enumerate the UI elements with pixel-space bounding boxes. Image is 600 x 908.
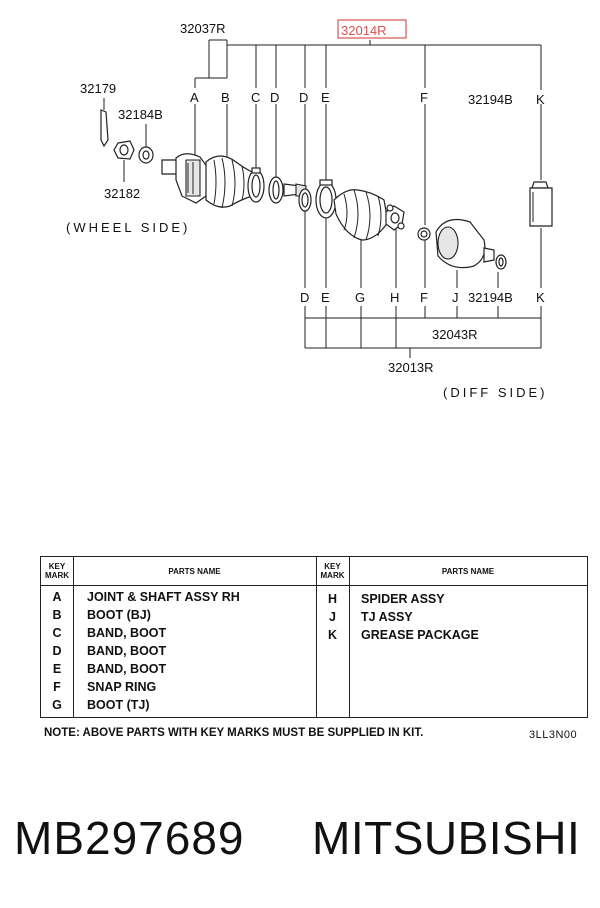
part-name: BOOT (TJ)	[87, 698, 150, 712]
svg-text:D: D	[270, 90, 279, 105]
part-name: TJ ASSY	[361, 610, 413, 624]
table-divider	[349, 557, 350, 717]
outer-joint-drawing	[161, 153, 209, 204]
diff-side-label: (DIFF SIDE)	[443, 385, 548, 400]
exploded-parts-diagram: 32037R 32014R 32179 32184B 32182 32194B …	[66, 19, 553, 400]
part-name: BAND, BOOT	[87, 644, 167, 658]
callout-32194b-top: 32194B	[468, 92, 513, 107]
cotter-pin-drawing	[100, 98, 109, 148]
svg-text:G: G	[355, 290, 365, 305]
band-e-drawing	[315, 179, 337, 219]
svg-text:D: D	[299, 90, 308, 105]
svg-text:F: F	[420, 90, 428, 105]
band-c-drawing	[247, 167, 265, 203]
table-divider	[73, 557, 74, 717]
svg-text:A: A	[190, 90, 199, 105]
table-divider	[316, 557, 317, 717]
top-bracket-lines	[194, 39, 542, 90]
callout-32194b-bottom: 32194B	[468, 290, 513, 305]
key-mark: E	[52, 662, 62, 676]
part-name: GREASE PACKAGE	[361, 628, 479, 642]
boot-bj-drawing	[205, 155, 253, 209]
part-name: BAND, BOOT	[87, 626, 167, 640]
callout-32043r: 32043R	[432, 327, 478, 342]
part-name: BOOT (BJ)	[87, 608, 151, 622]
washer-drawing	[138, 124, 154, 164]
diagram-code: 3LL3N00	[529, 729, 578, 741]
svg-text:J: J	[452, 290, 459, 305]
part-name: SNAP RING	[87, 680, 157, 694]
table-header-divider	[41, 585, 587, 586]
svg-text:K: K	[536, 290, 545, 305]
part-name: JOINT & SHAFT ASSY RH	[87, 590, 240, 604]
tj-ring-drawing	[495, 254, 507, 270]
bottom-bracket-lines	[304, 306, 542, 358]
key-mark: H	[327, 592, 338, 606]
svg-text:D: D	[300, 290, 309, 305]
svg-text:H: H	[390, 290, 399, 305]
callout-32037r: 32037R	[180, 21, 226, 36]
svg-text:E: E	[321, 290, 330, 305]
key-mark: G	[52, 698, 62, 712]
key-mark: C	[52, 626, 62, 640]
key-mark: A	[52, 590, 62, 604]
grease-package-drawing	[529, 181, 553, 227]
header-parts-name-right: PARTS NAME	[441, 566, 495, 576]
wheel-side-label: (WHEEL SIDE)	[66, 220, 190, 235]
part-name: BAND, BOOT	[87, 662, 167, 676]
callout-kit-number: 32014R	[341, 23, 387, 38]
key-mark: D	[52, 644, 62, 658]
callout-32182: 32182	[104, 186, 140, 201]
snap-ring-drawing	[417, 227, 431, 241]
svg-text:C: C	[251, 90, 260, 105]
svg-text:K: K	[536, 92, 545, 107]
kit-highlight-box	[337, 19, 407, 39]
callout-32184b: 32184B	[118, 107, 163, 122]
nut-drawing	[113, 140, 135, 182]
key-letters-top: A B C D D E F K	[190, 90, 545, 107]
key-mark: J	[329, 610, 336, 624]
footer: MB297689 MITSUBISHI	[0, 808, 600, 878]
kit-note: NOTE: ABOVE PARTS WITH KEY MARKS MUST BE…	[44, 727, 424, 739]
header-parts-name-left: PARTS NAME	[168, 566, 221, 576]
key-mark: B	[52, 608, 62, 622]
svg-text:F: F	[420, 290, 428, 305]
part-name: SPIDER ASSY	[361, 592, 445, 606]
callout-32013r: 32013R	[388, 360, 434, 375]
svg-text:B: B	[221, 90, 230, 105]
brand-name: MITSUBISHI	[312, 812, 581, 864]
key-letters-bottom: D E G H F J K	[300, 290, 545, 305]
svg-text:E: E	[321, 90, 330, 105]
callout-32179: 32179	[80, 81, 116, 96]
boot-tj-drawing	[333, 189, 389, 241]
part-number: MB297689	[14, 812, 245, 864]
spider-assy-drawing	[385, 204, 405, 231]
band-d-lower-drawing	[298, 188, 312, 212]
key-mark: K	[327, 628, 338, 642]
tj-assy-drawing	[435, 219, 495, 269]
band-d-upper-drawing	[268, 176, 284, 204]
key-mark: F	[53, 680, 61, 694]
